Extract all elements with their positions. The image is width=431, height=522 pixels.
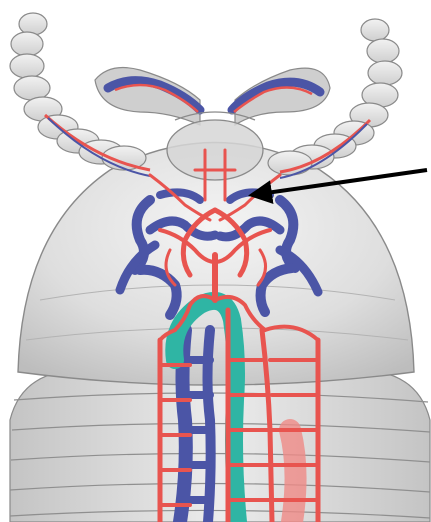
palps <box>95 68 330 125</box>
body-segments <box>10 372 430 522</box>
